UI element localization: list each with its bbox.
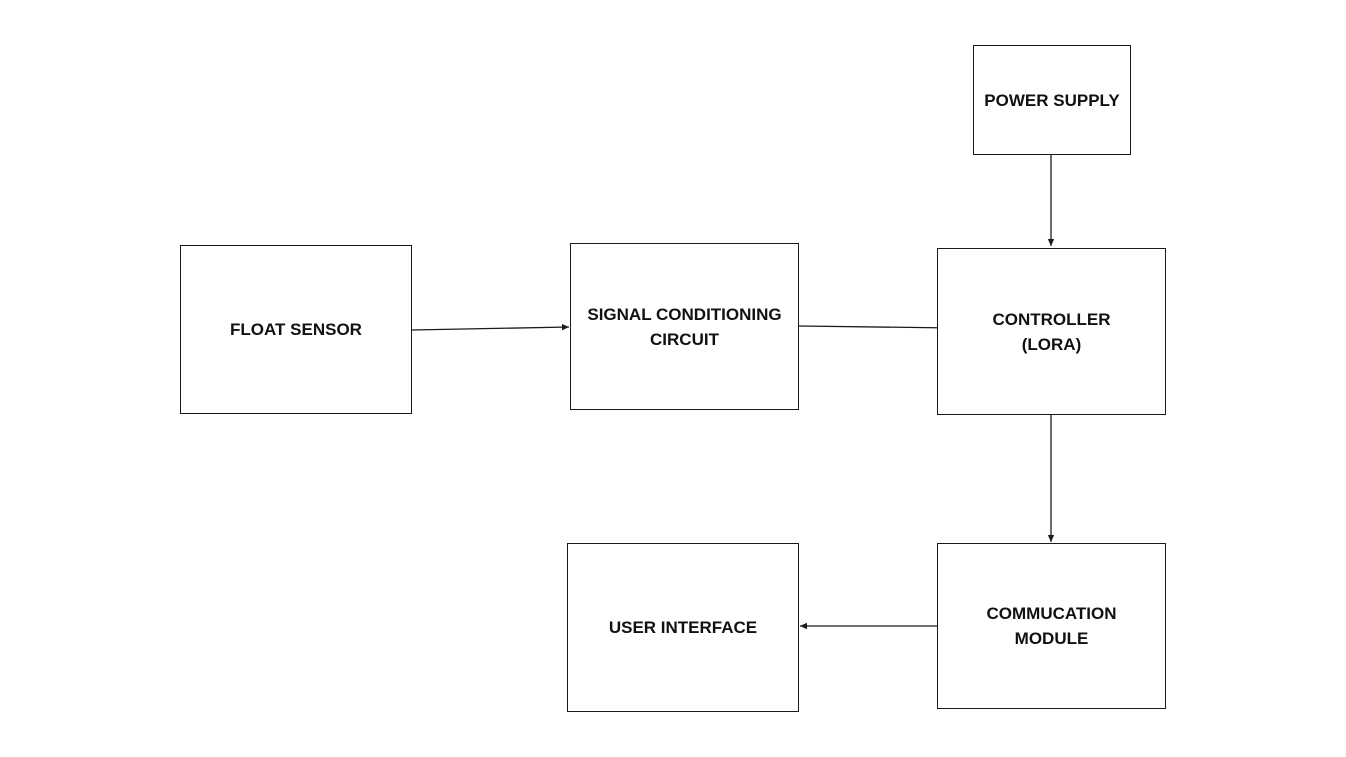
signal-conditioning-label: SIGNAL CONDITIONING CIRCUIT [587,304,782,349]
communication-module-label: COMMUCATION MODULE [986,604,1117,648]
power-supply-label: POWER SUPPLY [984,90,1120,110]
signal-conditioning-block: SIGNAL CONDITIONING CIRCUIT [570,243,799,410]
power-supply-block: POWER SUPPLY [973,45,1131,155]
float-sensor-label: FLOAT SENSOR [230,320,362,339]
communication-module-block: COMMUCATION MODULE [937,543,1166,709]
user-interface-block: USER INTERFACE [567,543,799,712]
float-sensor-block: FLOAT SENSOR [180,245,412,414]
user-interface-label: USER INTERFACE [608,618,758,637]
arrow-signal-to-controller [798,324,956,332]
arrow-float-to-signal [411,323,570,331]
controller-block: CONTROLLER (LORA) [937,248,1166,415]
controller-label: CONTROLLER (LORA) [992,309,1111,354]
